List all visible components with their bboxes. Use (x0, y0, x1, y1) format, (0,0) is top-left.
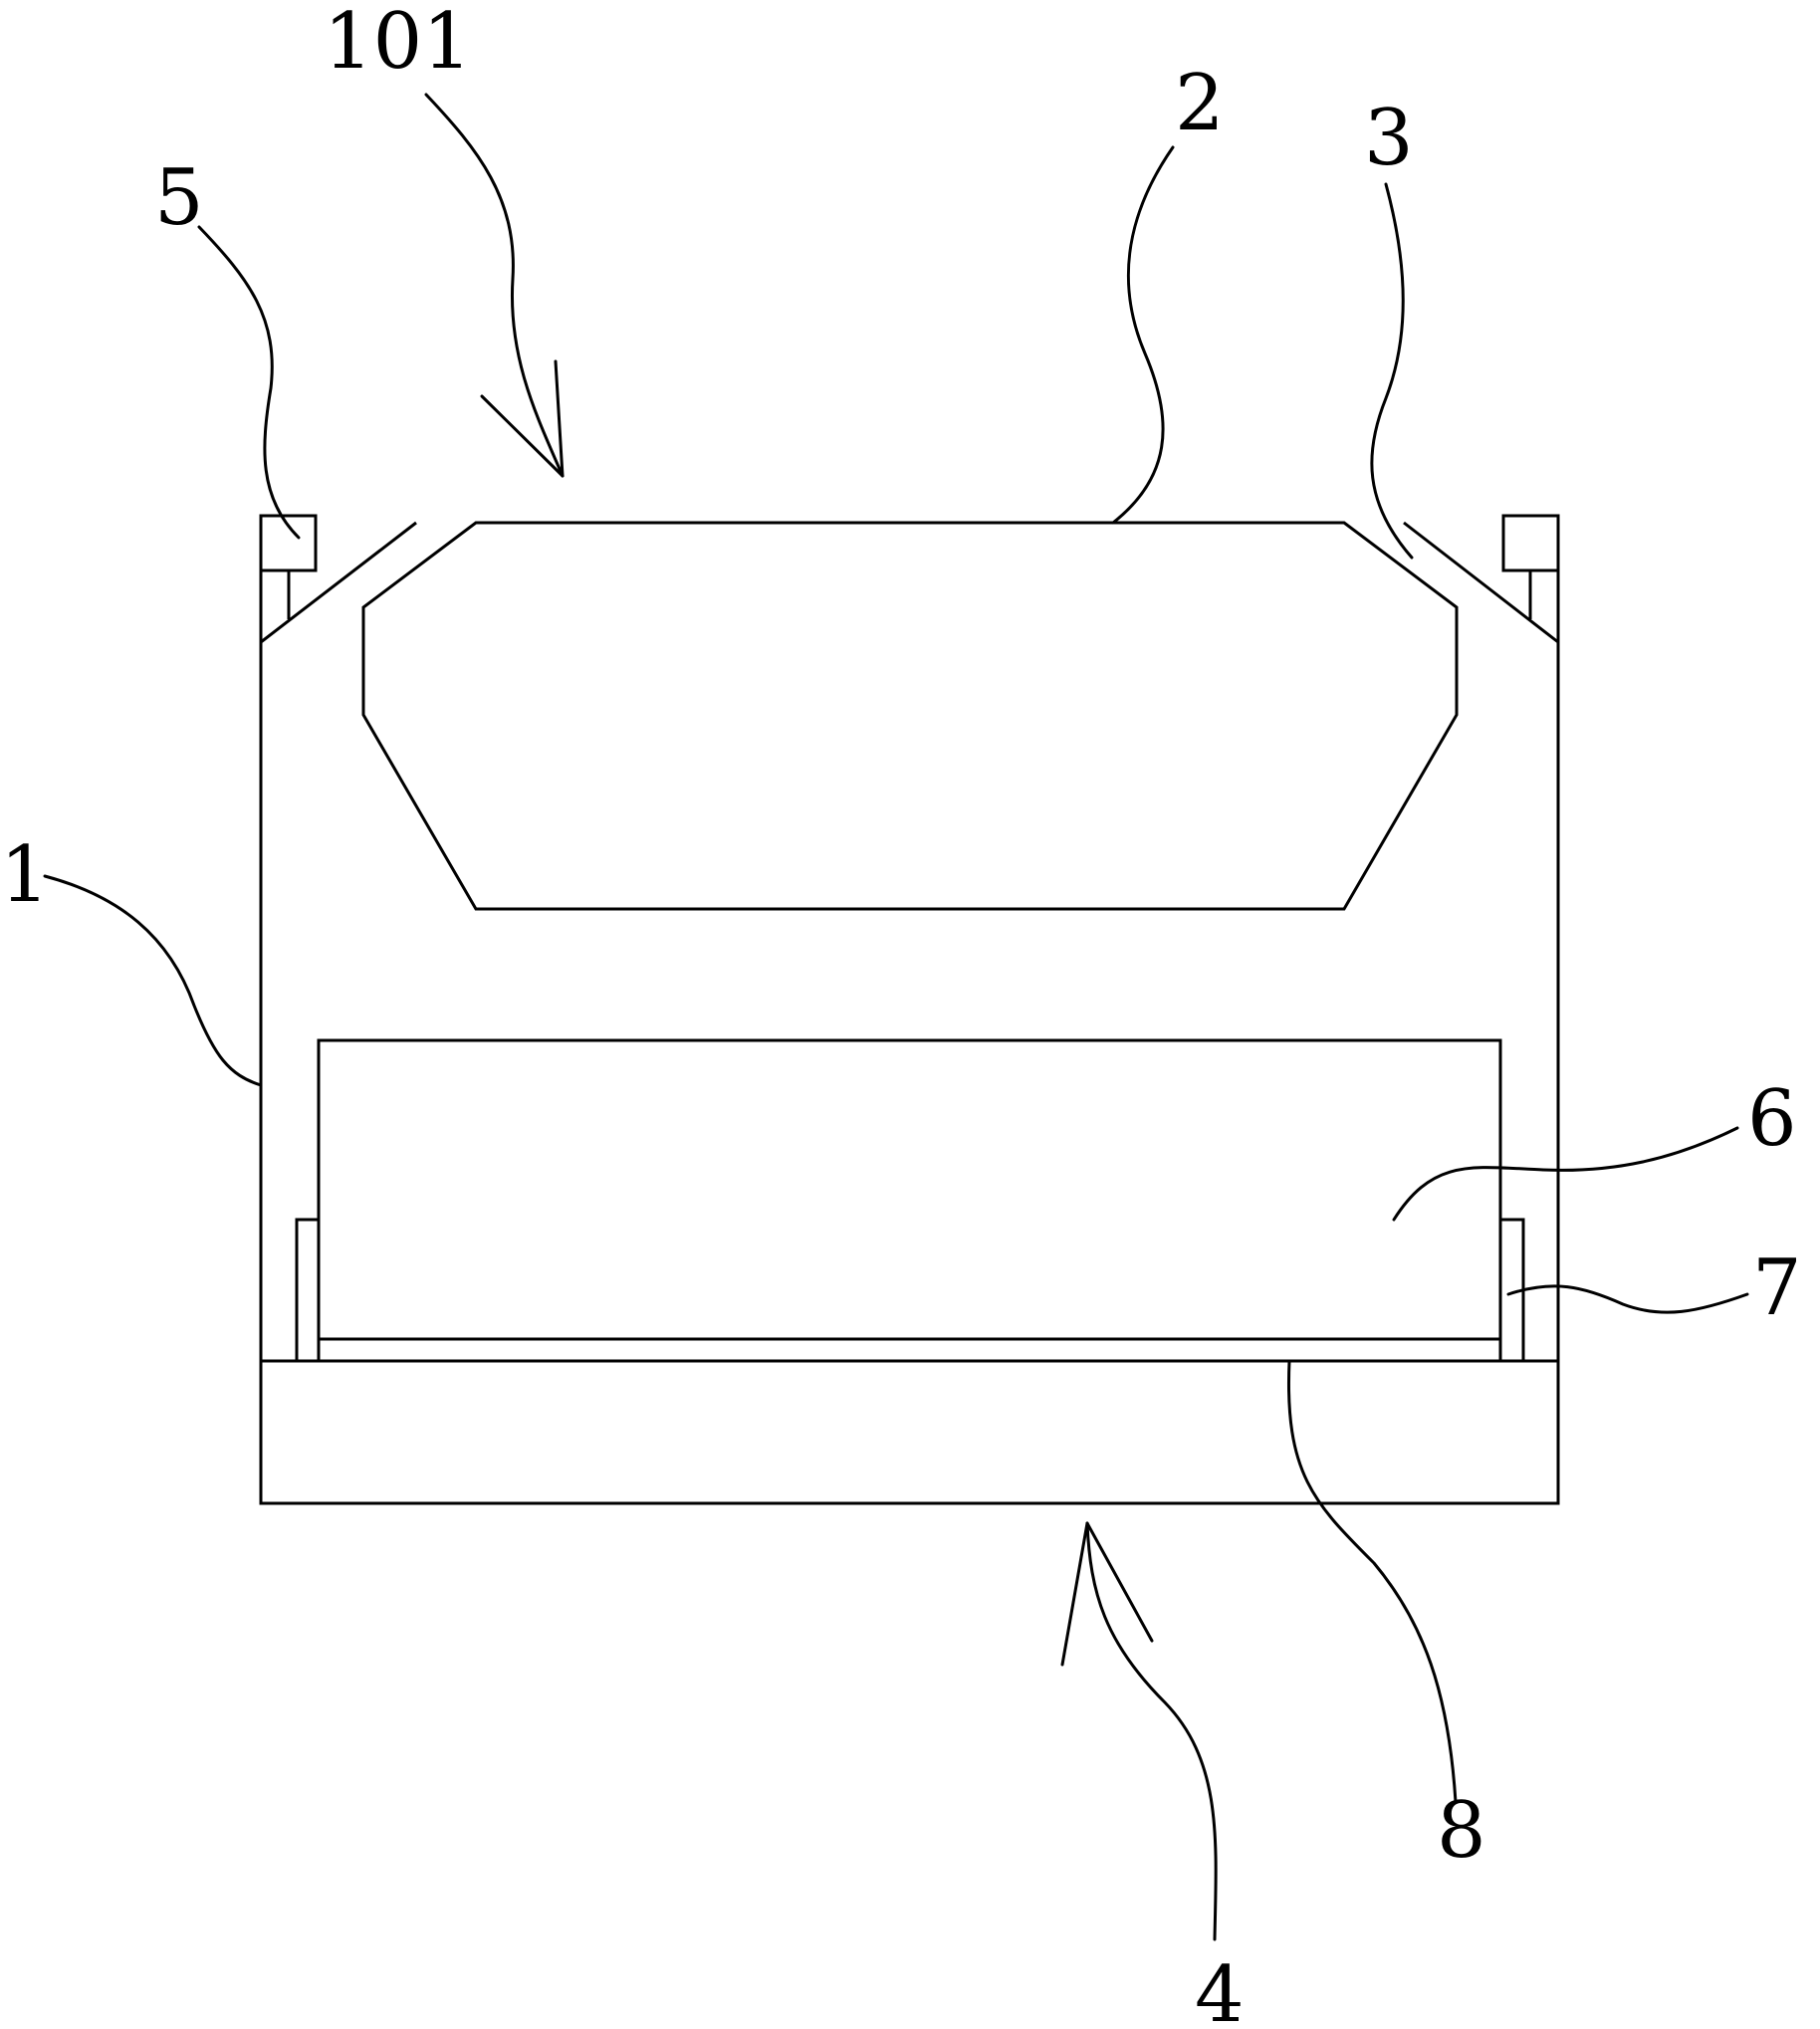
housing-1 (259, 516, 1560, 1505)
label-1: 1 (0, 830, 50, 920)
arrow-101 (424, 93, 565, 478)
arrow-101-shaft (424, 93, 565, 478)
left-side-strip (295, 1218, 319, 1361)
label-4: 4 (1195, 1950, 1245, 2029)
label-7: 7 (1752, 1243, 1802, 1333)
label-3: 3 (1364, 94, 1414, 183)
label-8: 8 (1437, 1786, 1486, 1876)
right-side-strip (1500, 1218, 1525, 1361)
leader-7 (1506, 1284, 1749, 1314)
side-strips-7 (295, 1218, 1525, 1361)
label-6: 6 (1747, 1074, 1797, 1164)
arrow-4-head-right (1085, 1521, 1154, 1643)
arrow-4-shaft (1085, 1521, 1218, 1941)
leader-3 (1370, 182, 1414, 560)
right-guide-plate (1403, 521, 1559, 644)
right-top-block (1501, 514, 1560, 572)
leader-2 (1111, 145, 1175, 525)
housing-base-plate (259, 1359, 1560, 1505)
label-101: 101 (324, 0, 472, 87)
leader-1 (43, 874, 263, 1087)
arrow-101-head-left (480, 394, 565, 478)
top-blocks-5 (259, 514, 1560, 619)
leader-6 (1392, 1126, 1739, 1222)
arrow-4 (1060, 1521, 1218, 1941)
arrow-4-head-left (1060, 1521, 1089, 1667)
octagonal-member-2 (361, 521, 1459, 911)
leader-8 (1286, 1359, 1458, 1804)
guide-plates-3 (260, 521, 1559, 644)
inner-box-outline (317, 1038, 1502, 1361)
leader-5 (197, 225, 301, 540)
label-2: 2 (1175, 59, 1225, 148)
label-5: 5 (154, 153, 204, 243)
left-guide-plate (260, 521, 417, 644)
arrow-101-head-right (554, 359, 565, 478)
inner-box-6 (317, 1038, 1502, 1361)
